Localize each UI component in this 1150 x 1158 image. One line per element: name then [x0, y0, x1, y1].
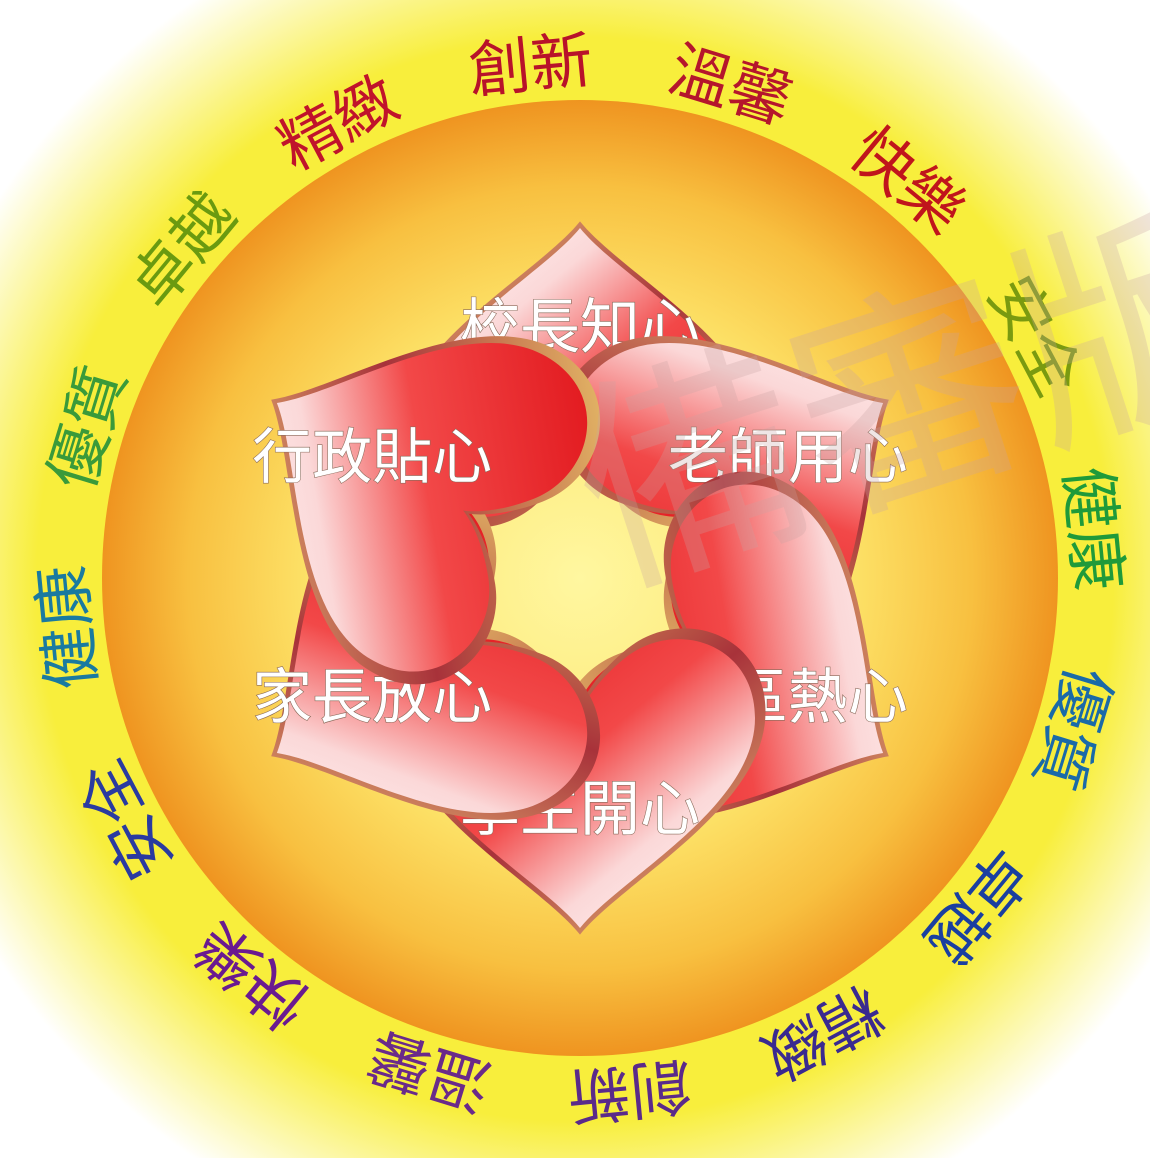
center-ring: [102, 100, 1058, 1056]
ring-word: 健康: [25, 562, 110, 692]
heart-6: [271, 336, 601, 685]
heart-label: 家長放心: [252, 663, 492, 733]
heart-label: 老師用心: [668, 423, 908, 493]
heart-label: 行政貼心: [252, 423, 492, 493]
ring-word: 健康: [1050, 463, 1135, 593]
ring-word: 創新: [564, 1048, 694, 1133]
ring-word: 創新: [465, 23, 595, 108]
heart-shape: [276, 343, 588, 672]
